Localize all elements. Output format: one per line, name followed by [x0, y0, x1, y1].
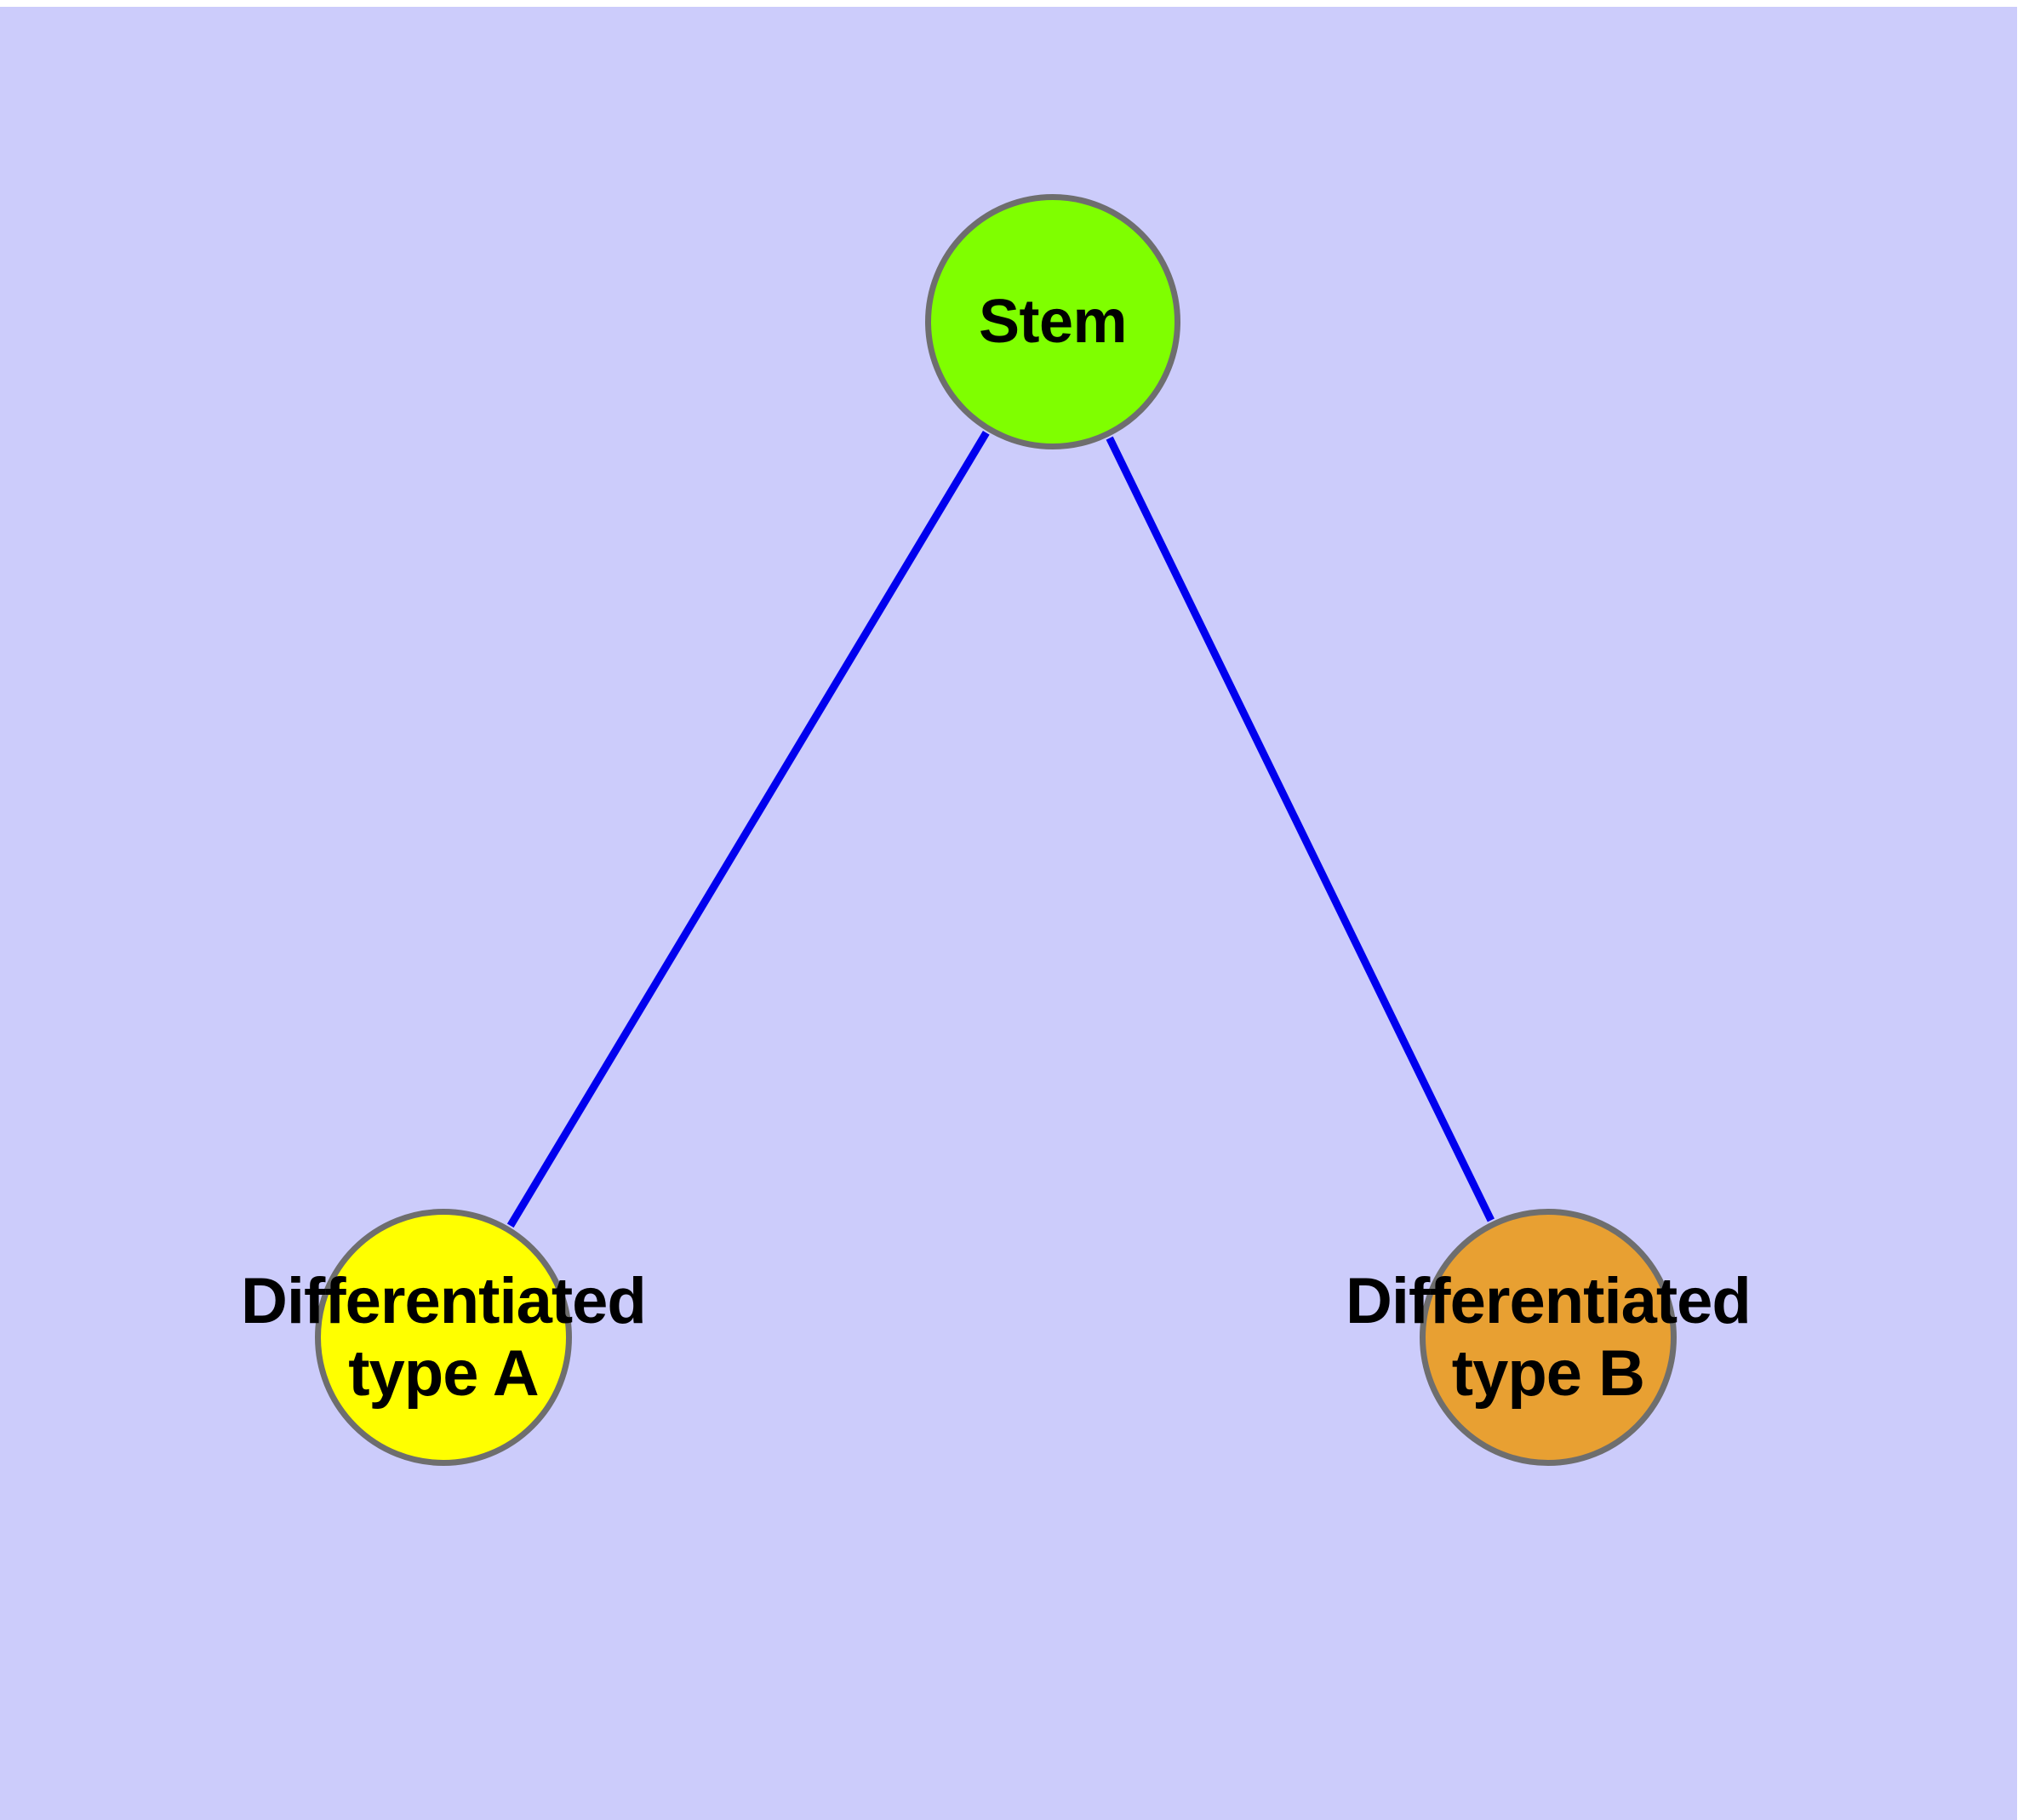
edge-stem-to-differentiated-type-b: [1106, 436, 1495, 1222]
edge-stem-to-differentiated-type-a: [506, 431, 990, 1228]
node-layer: [315, 194, 1677, 1466]
graph-svg: [315, 194, 1677, 1466]
edge-layer: [506, 431, 1495, 1228]
node-differentiated-type-a[interactable]: [315, 1209, 572, 1466]
node-differentiated-type-b[interactable]: [1420, 1209, 1677, 1466]
node-stem[interactable]: [925, 194, 1180, 449]
